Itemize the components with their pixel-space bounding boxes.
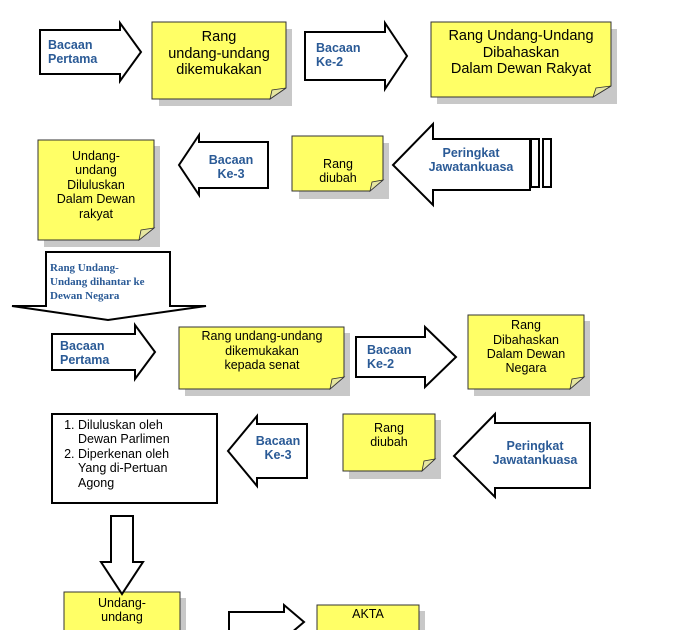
label-rang-diubah-1: Rang diubah: [293, 154, 383, 188]
label-text: Bacaan Pertama: [48, 37, 98, 66]
label-rang-dibahaskan-dewan-negara: Rang Dibahaskan Dalam Dewan Negara: [469, 317, 583, 377]
label-rang-dibahaskan-dewan-rakyat: Rang Undang-Undang Dibahaskan Dalam Dewa…: [432, 25, 610, 81]
label-text: Rang undang-undang dikemukakan kepada se…: [201, 329, 323, 373]
arrow-right-bacaan-pertama-1: [39, 19, 143, 85]
label-text: Undang- undang: [98, 596, 146, 625]
arrow-left-peringkat-1: [391, 121, 531, 208]
note-akta: [316, 604, 425, 630]
label-bacaan-pertama-2: Bacaan Pertama: [60, 338, 130, 368]
transfer-shape: [11, 251, 207, 322]
label-rang-diubah-2: Rang diubah: [344, 418, 434, 452]
arrow-left-peringkat-2: [452, 411, 591, 500]
label-rang-dikemukakan: Rang undang-undang dikemukakan: [153, 26, 285, 82]
label-rang-senat: Rang undang-undang dikemukakan kepada se…: [180, 328, 344, 374]
arrow-down: [99, 515, 145, 596]
label-text: Bacaan Ke-2: [367, 342, 412, 371]
label-text: AKTA: [352, 607, 384, 621]
label-text: Peringkat Jawatankuasa: [428, 145, 514, 174]
label-undang-diluluskan: Undang- undang Diluluskan Dalam Dewan ra…: [39, 146, 153, 224]
label-bacaan-pertama-1: Bacaan Pertama: [48, 36, 118, 68]
stripe-1a: [530, 138, 540, 188]
label-text: Rang Undang-Undang Dibahaskan Dalam Dewa…: [448, 27, 594, 78]
arrow-left-bacaan-ke3-1: [177, 131, 269, 199]
label-bacaan-ke3-2: Bacaan Ke-3: [247, 432, 309, 464]
label-text: Bacaan Ke-3: [208, 152, 254, 181]
label-bacaan-ke2-1: Bacaan Ke-2: [316, 38, 386, 72]
label-akta: AKTA: [318, 607, 418, 627]
arrow-right-final: [228, 602, 306, 630]
box-keputusan: [51, 413, 218, 504]
note-undang-diluluskan: [37, 139, 160, 247]
list-item-text: Diperkenan oleh Yang di-Pertuan Agong: [78, 446, 170, 490]
stripe-1b: [542, 138, 552, 188]
label-text: Peringkat Jawatankuasa: [492, 438, 578, 467]
note-rang-diubah-1: [291, 135, 389, 199]
note-rang-dibahaskan-dewan-negara: [467, 314, 590, 396]
arrow-right-bacaan-pertama-2: [51, 321, 157, 383]
note-rang-dibahaskan-dewan-rakyat: [430, 21, 617, 104]
label-text: Rang diubah: [319, 156, 357, 185]
label-text: Rang Dibahaskan Dalam Dewan Negara: [486, 318, 566, 376]
list-keputusan: Diluluskan oleh Dewan Parlimen Diperkena…: [54, 418, 214, 498]
list-item: Diperkenan oleh Yang di-Pertuan Agong: [78, 447, 170, 490]
label-transfer: Rang Undang- Undang dihantar ke Dewan Ne…: [50, 259, 172, 305]
label-text: Bacaan Pertama: [60, 338, 110, 367]
note-rang-senat: [178, 326, 350, 396]
note-rang-diubah-2: [342, 413, 441, 479]
arrows: [11, 19, 591, 630]
note-rang-dikemukakan: [151, 21, 292, 106]
label-bacaan-ke2-2: Bacaan Ke-2: [367, 341, 431, 373]
label-peringkat-2: Peringkat Jawatankuasa: [482, 436, 588, 470]
label-undang-final: Undang- undang: [65, 596, 179, 630]
arrow-right-bacaan-ke2-2: [355, 324, 458, 390]
label-text: Rang diubah: [370, 420, 408, 449]
label-text: Rang undang-undang dikemukakan: [168, 28, 270, 79]
arrow-left-bacaan-ke3-2: [226, 413, 308, 489]
list-item: Diluluskan oleh Dewan Parlimen: [78, 418, 170, 447]
label-text: Bacaan Ke-2: [316, 40, 361, 69]
label-text: Bacaan Ke-3: [255, 433, 301, 462]
note-undang-final: [63, 591, 186, 630]
label-bacaan-ke3-1: Bacaan Ke-3: [198, 151, 264, 183]
label-text: Rang Undang- Undang dihantar ke Dewan Ne…: [50, 261, 145, 303]
arrow-right-bacaan-ke2-1: [304, 19, 409, 93]
list-item-text: Diluluskan oleh Dewan Parlimen: [78, 418, 170, 447]
label-text: Undang- undang Diluluskan Dalam Dewan ra…: [56, 149, 136, 221]
label-peringkat-1: Peringkat Jawatankuasa: [418, 143, 524, 177]
